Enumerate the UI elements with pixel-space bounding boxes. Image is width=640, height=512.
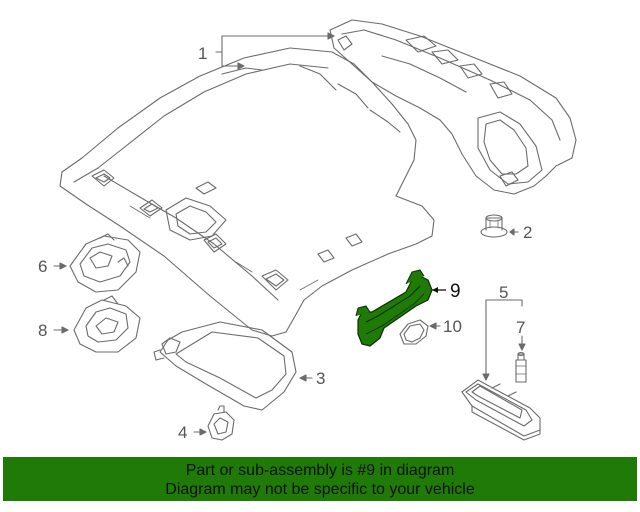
console-bracket-part: [53, 233, 141, 293]
callout-9: 9: [450, 281, 461, 302]
callout-6: 6: [38, 257, 47, 276]
visor-clip-part: [193, 405, 235, 441]
headliner-part: [59, 47, 435, 337]
lamp-housing-part: [53, 295, 141, 353]
callout-5-7-leaders: [482, 299, 526, 381]
grip-cap-part: [399, 319, 441, 345]
banner-line-disclaimer: Diagram may not be specific to your vehi…: [165, 481, 475, 498]
sun-visor-part: [153, 321, 313, 411]
callout-7: 7: [516, 318, 525, 337]
callout-10: 10: [443, 317, 462, 336]
bulb-part: [515, 351, 527, 383]
callout-1-leader: [215, 32, 335, 70]
grab-handle-part-highlighted[interactable]: [355, 269, 446, 347]
callout-5: 5: [499, 283, 508, 302]
banner-line-part-number: Part or sub-assembly is #9 in diagram: [185, 462, 455, 479]
callout-numbers: 1 2 3 4 5 6 7 8 9 10: [38, 44, 532, 442]
callout-1: 1: [198, 44, 207, 63]
callout-8: 8: [38, 321, 47, 340]
callout-2: 2: [523, 223, 532, 242]
callout-3: 3: [316, 369, 325, 388]
callout-4: 4: [178, 423, 187, 442]
dome-lamp-part: [461, 379, 541, 441]
rear-roof-panel: [329, 19, 577, 195]
part-info-banner: Part or sub-assembly is #9 in diagram Di…: [3, 457, 637, 501]
retainer-clip-part: [480, 214, 519, 238]
